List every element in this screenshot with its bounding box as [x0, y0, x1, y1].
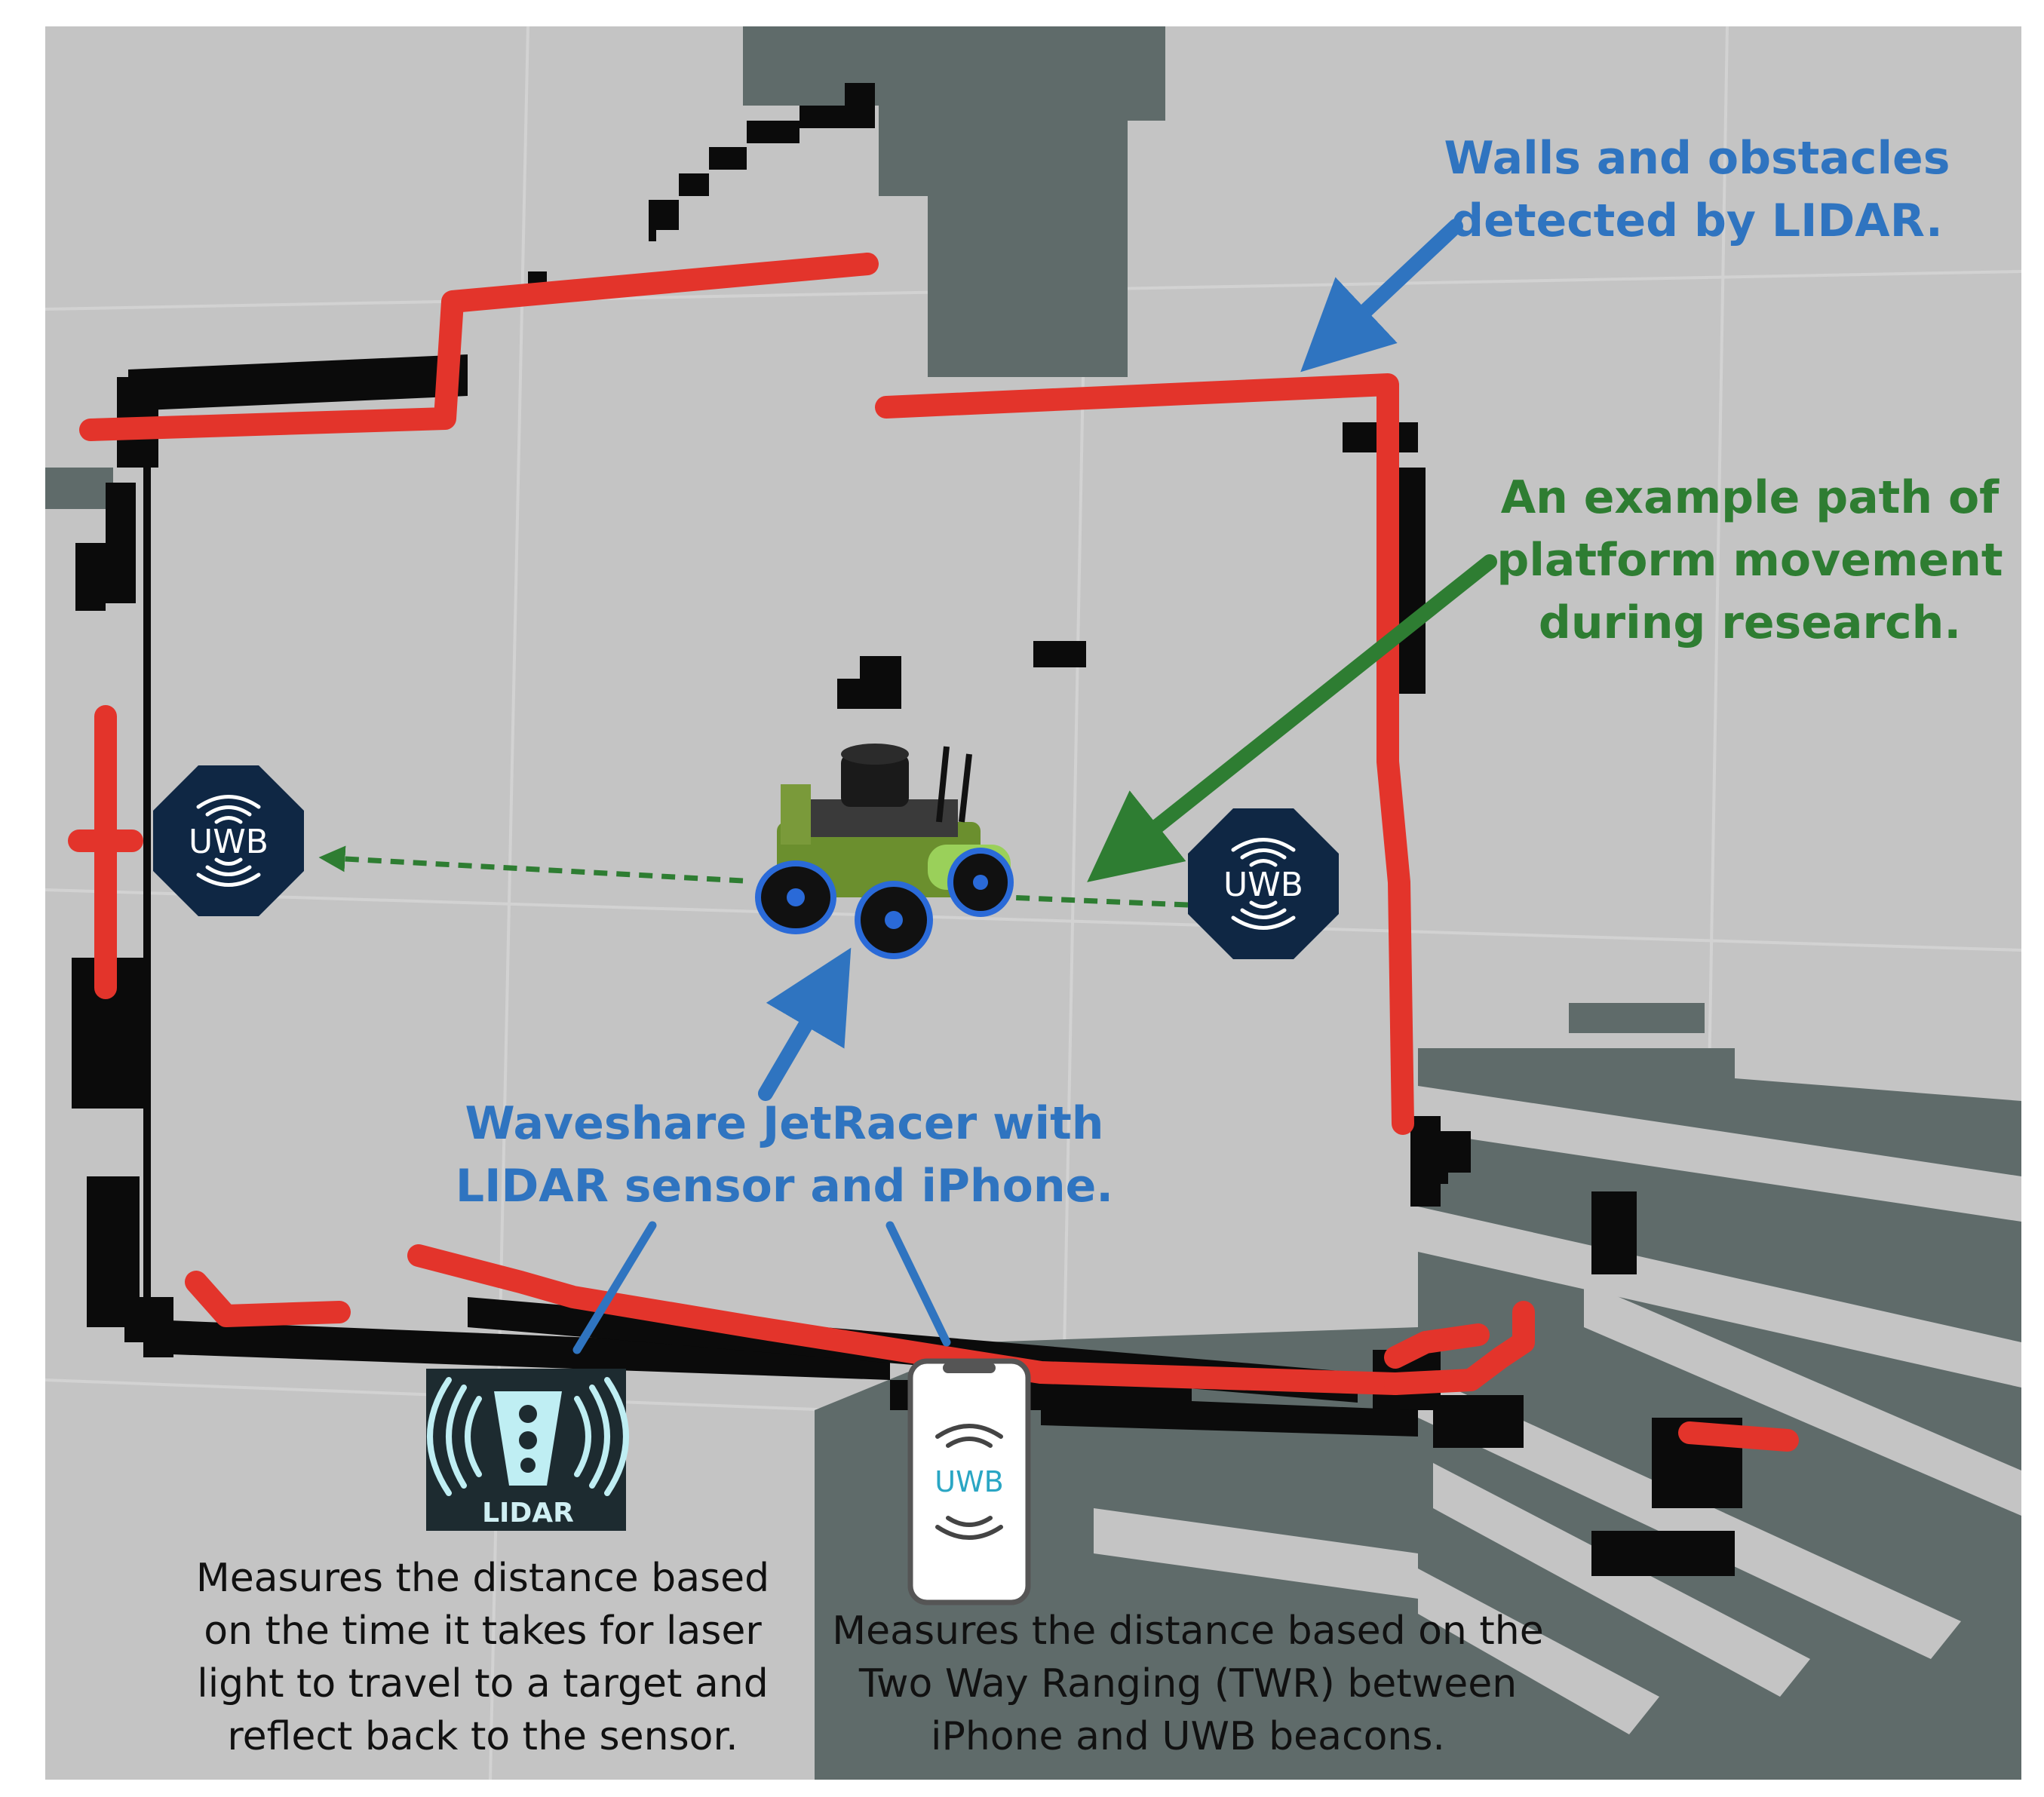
wave-icon — [196, 795, 261, 887]
path-callout-line1: An example path of — [1501, 471, 1999, 524]
jetracer-robot-icon — [755, 744, 1014, 959]
lidar-description: Measures the distance based on the time … — [196, 1556, 769, 1759]
uwb-description: Measures the distance based on the Two W… — [832, 1608, 1544, 1759]
lidar-pointer-line — [572, 1221, 657, 1354]
lidar-scan-traces — [68, 253, 1799, 1452]
walls-callout: Walls and obstacles detected by LIDAR. — [1444, 132, 1950, 247]
lidar-icon-label: LIDAR — [482, 1498, 574, 1529]
walls-callout-line1: Walls and obstacles — [1444, 132, 1950, 185]
uwb-desc-line2: Two Way Ranging (TWR) between — [858, 1661, 1517, 1707]
platform-callout-line2: LIDAR sensor and iPhone. — [456, 1160, 1113, 1213]
uwb-desc-line3: iPhone and UWB beacons. — [931, 1714, 1445, 1759]
beacon-right-label: UWB — [1223, 866, 1303, 904]
map-free-stripes — [1094, 1048, 2021, 1734]
ranging-line-right — [1006, 894, 1189, 908]
callout-arrows — [572, 219, 1497, 1354]
path-callout-line3: during research. — [1539, 596, 1961, 649]
phone-pointer-line — [885, 1221, 951, 1347]
path-callout: An example path of platform movement dur… — [1496, 471, 2003, 649]
occupancy-map — [45, 26, 2022, 1780]
platform-callout: Waveshare JetRacer with LIDAR sensor and… — [456, 1097, 1113, 1213]
wave-icon — [1231, 838, 1296, 930]
walls-arrow — [1300, 219, 1463, 373]
path-arrow — [1087, 554, 1497, 882]
uwb-beacon-right: UWB — [1188, 808, 1339, 959]
uwb-desc-line1: Measures the distance based on the — [832, 1608, 1544, 1654]
platform-callout-line1: Waveshare JetRacer with — [465, 1097, 1104, 1150]
walls-callout-line2: detected by LIDAR. — [1451, 195, 1943, 247]
lidar-desc-line2: on the time it takes for laser — [204, 1608, 762, 1654]
beacon-octagon — [153, 765, 304, 916]
uwb-ranging-lines — [318, 845, 1189, 908]
phone-uwb-label: UWB — [935, 1465, 1003, 1498]
platform-arrow — [758, 947, 852, 1101]
path-callout-line2: platform movement — [1496, 534, 2003, 587]
lidar-desc-line1: Measures the distance based — [196, 1556, 769, 1601]
lidar-desc-line4: reflect back to the sensor. — [227, 1714, 738, 1759]
beacon-left-label: UWB — [189, 823, 269, 861]
lidar-sensor-icon: LIDAR — [426, 1369, 629, 1531]
uwb-beacon-left: UWB — [153, 765, 304, 916]
ranging-line-left — [318, 845, 744, 884]
smartphone-icon: UWB — [907, 1358, 1031, 1605]
lidar-desc-line3: light to travel to a target and — [197, 1661, 768, 1707]
beacon-octagon — [1188, 808, 1339, 959]
